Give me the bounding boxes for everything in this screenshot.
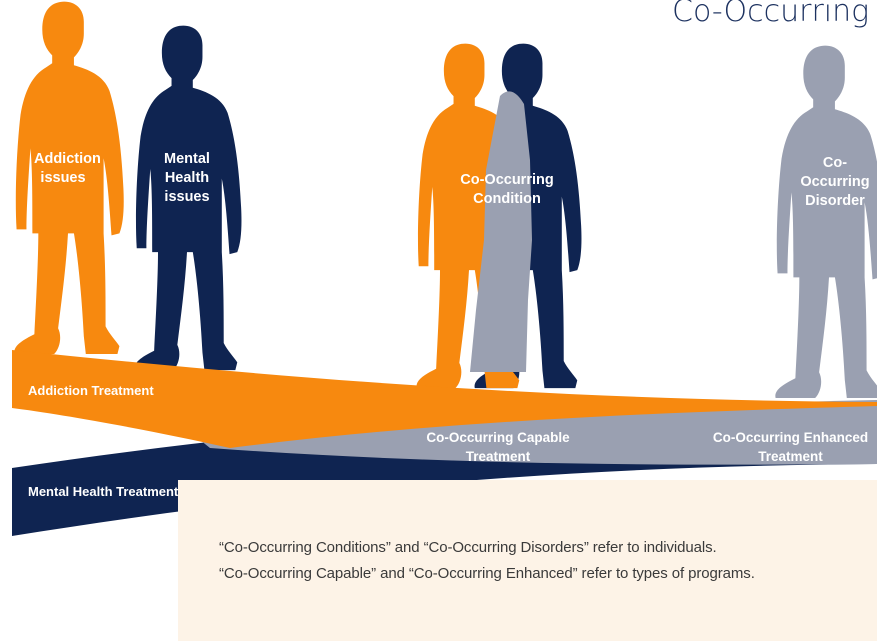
addiction-treatment-band <box>12 350 877 448</box>
co-occurring-disorder-label: Co-Occurring Disorder <box>800 155 870 209</box>
disorder-person-figure <box>775 45 877 399</box>
co-occurring-capable-treatment-label: Co-Occurring Capable Treatment <box>426 430 570 464</box>
condition-overlap-shape <box>470 91 532 373</box>
co-occurring-gray-band <box>200 400 877 465</box>
co-occurring-condition-label: Co-Occurring Condition <box>460 172 554 207</box>
mental-health-issues-label: Mental Health issues <box>164 151 210 205</box>
note-box <box>178 480 877 641</box>
note-line-individuals: “Co-Occurring Conditions” and “Co-Occurr… <box>219 539 717 556</box>
co-occurring-enhanced-treatment-label: Co-Occurring Enhanced Treatment <box>712 430 869 464</box>
note-line-programs: “Co-Occurring Capable” and “Co-Occurring… <box>219 565 755 582</box>
addiction-treatment-label: Addiction Treatment <box>28 383 154 398</box>
page-title: Co-Occurring <box>672 0 870 29</box>
addiction-issues-label: Addiction issues <box>34 151 101 186</box>
mental-health-treatment-label: Mental Health Treatment <box>28 484 179 499</box>
